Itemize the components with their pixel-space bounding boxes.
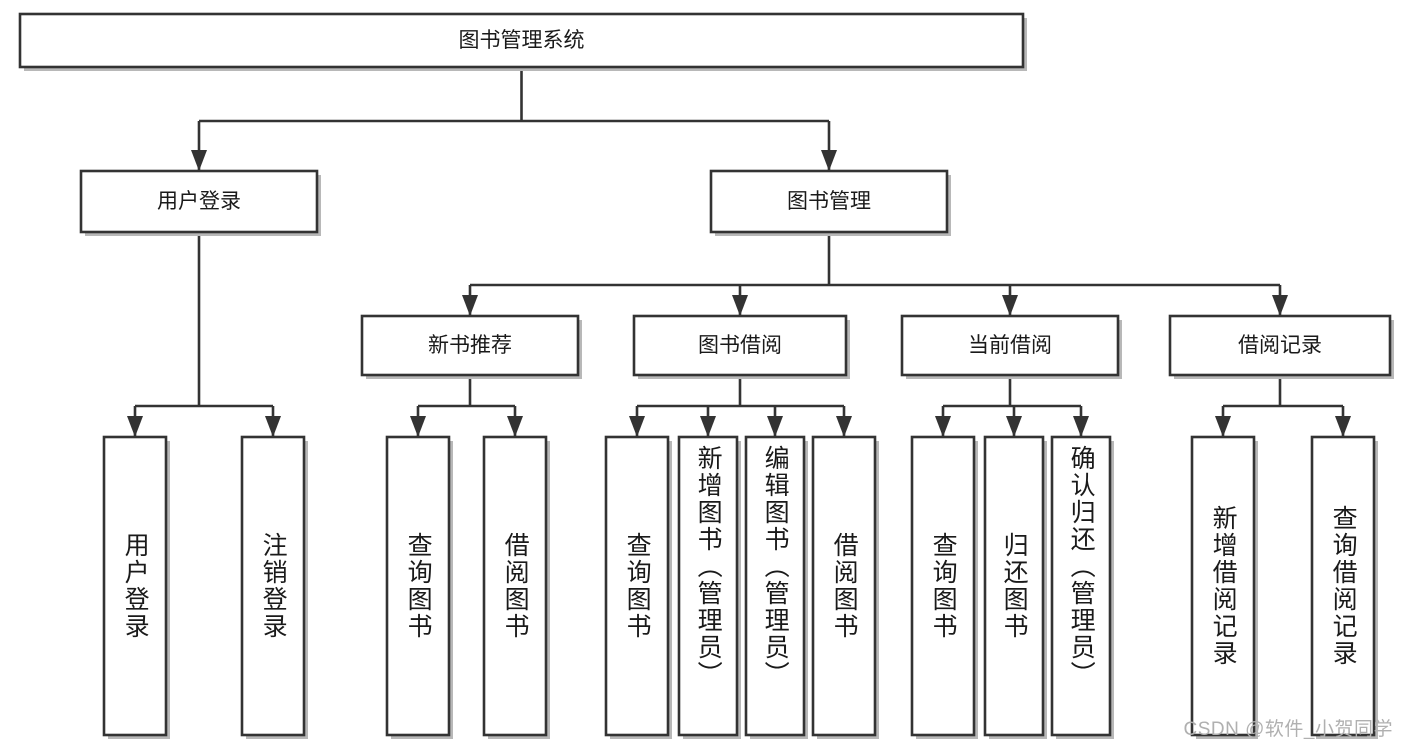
node-leaf-borrow-book-1[interactable] bbox=[482, 435, 548, 737]
arrow-head-icon bbox=[767, 416, 783, 437]
arrow-head-icon bbox=[836, 416, 852, 437]
arrow-head-icon bbox=[507, 416, 523, 437]
node-book-manage-label: 图书管理 bbox=[787, 190, 871, 213]
node-root[interactable] bbox=[18, 12, 1025, 69]
arrow-head-icon bbox=[700, 416, 716, 437]
arrow-head-icon bbox=[1006, 416, 1022, 437]
arrow-head-icon bbox=[1073, 416, 1089, 437]
node-leaf-return-book[interactable] bbox=[983, 435, 1045, 737]
node-new-book-rec[interactable] bbox=[360, 314, 580, 377]
arrow-head-icon bbox=[265, 416, 281, 437]
arrow-head-icon bbox=[732, 295, 748, 316]
arrow-head-icon bbox=[1002, 295, 1018, 316]
arrow-head-icon bbox=[821, 150, 837, 171]
node-user-login-label: 用户登录 bbox=[157, 190, 241, 213]
node-leaf-query-book-3[interactable] bbox=[910, 435, 976, 737]
arrow-head-icon bbox=[462, 295, 478, 316]
node-leaf-user-login[interactable] bbox=[102, 435, 168, 737]
node-borrow-record[interactable] bbox=[1168, 314, 1392, 377]
arrow-head-icon bbox=[410, 416, 426, 437]
arrow-head-icon bbox=[935, 416, 951, 437]
watermark-text: CSDN @软件_小贺同学 bbox=[1183, 719, 1393, 740]
arrow-head-icon bbox=[127, 416, 143, 437]
node-leaf-add-record[interactable] bbox=[1190, 435, 1256, 737]
arrow-head-icon bbox=[1215, 416, 1231, 437]
arrow-head-icon bbox=[191, 150, 207, 171]
node-leaf-confirm-return[interactable] bbox=[1050, 435, 1112, 737]
connector-lines bbox=[127, 67, 1351, 437]
node-book-borrow[interactable] bbox=[632, 314, 848, 377]
node-leaf-query-book-1[interactable] bbox=[385, 435, 451, 737]
arrow-head-icon bbox=[1335, 416, 1351, 437]
node-current-borrow-label: 当前借阅 bbox=[968, 334, 1052, 357]
node-borrow-record-label: 借阅记录 bbox=[1238, 334, 1322, 357]
node-leaf-add-book[interactable] bbox=[677, 435, 739, 737]
node-leaf-logout[interactable] bbox=[240, 435, 306, 737]
node-new-book-rec-label: 新书推荐 bbox=[428, 334, 512, 357]
node-leaf-borrow-book-2[interactable] bbox=[811, 435, 877, 737]
node-book-manage[interactable] bbox=[709, 169, 949, 234]
node-boxes bbox=[18, 12, 1394, 739]
arrow-head-icon bbox=[629, 416, 645, 437]
node-root-label: 图书管理系统 bbox=[459, 29, 585, 52]
node-leaf-query-record[interactable] bbox=[1310, 435, 1376, 737]
node-leaf-query-book-2[interactable] bbox=[604, 435, 670, 737]
node-user-login[interactable] bbox=[79, 169, 319, 234]
node-book-borrow-label: 图书借阅 bbox=[698, 334, 782, 357]
node-leaf-edit-book[interactable] bbox=[744, 435, 806, 737]
node-current-borrow[interactable] bbox=[900, 314, 1120, 377]
arrow-head-icon bbox=[1272, 295, 1288, 316]
